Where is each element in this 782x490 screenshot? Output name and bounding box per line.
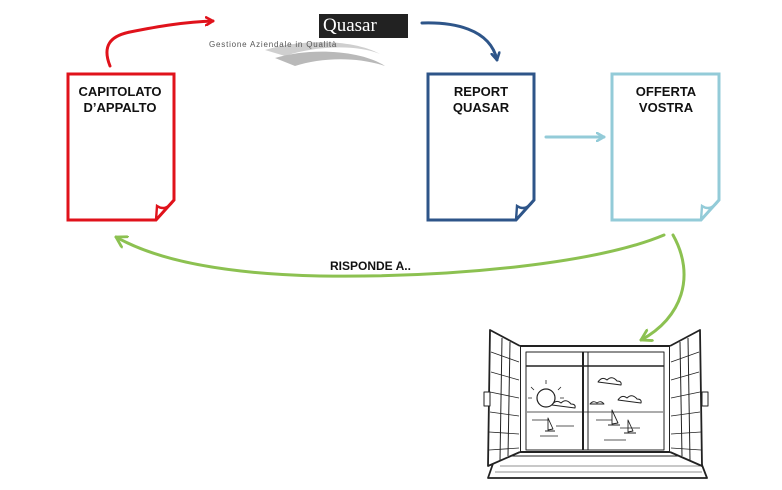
connector-label: RISPONDE A..	[330, 259, 411, 273]
document-label-report: REPORT QUASAR	[428, 84, 534, 116]
document-icon	[610, 72, 721, 222]
document-label-line: VOSTRA	[638, 100, 694, 115]
arrow-quasar-to-report	[420, 21, 497, 62]
document-offerta	[610, 72, 721, 222]
logo-swoosh-icon	[265, 42, 385, 66]
document-label-capitolato: CAPITOLATO D’APPALTO	[66, 84, 174, 116]
arrow-capitolato-to-quasar	[105, 21, 215, 68]
document-label-line: REPORT	[453, 84, 509, 99]
arrow-offerta-to-window	[639, 233, 686, 340]
window-illustration	[483, 329, 709, 479]
document-report	[426, 72, 536, 222]
document-icon	[426, 72, 536, 222]
document-icon	[66, 72, 176, 222]
logo-dark-box	[319, 14, 408, 38]
logo-tagline: Gestione Aziendale in Qualità	[209, 40, 338, 49]
document-capitolato	[66, 72, 176, 222]
document-label-line: CAPITOLATO	[78, 84, 162, 99]
document-label-line: OFFERTA	[635, 84, 697, 99]
quasar-logo: Quasar Gestione Aziendale in Qualità	[205, 12, 420, 72]
logo-name: Quasar	[323, 15, 377, 36]
arrow-offerta-to-capitolato	[114, 233, 666, 278]
document-label-line: QUASAR	[452, 100, 510, 115]
document-label-line: D’APPALTO	[83, 100, 157, 115]
document-label-offerta: OFFERTA VOSTRA	[612, 84, 720, 116]
